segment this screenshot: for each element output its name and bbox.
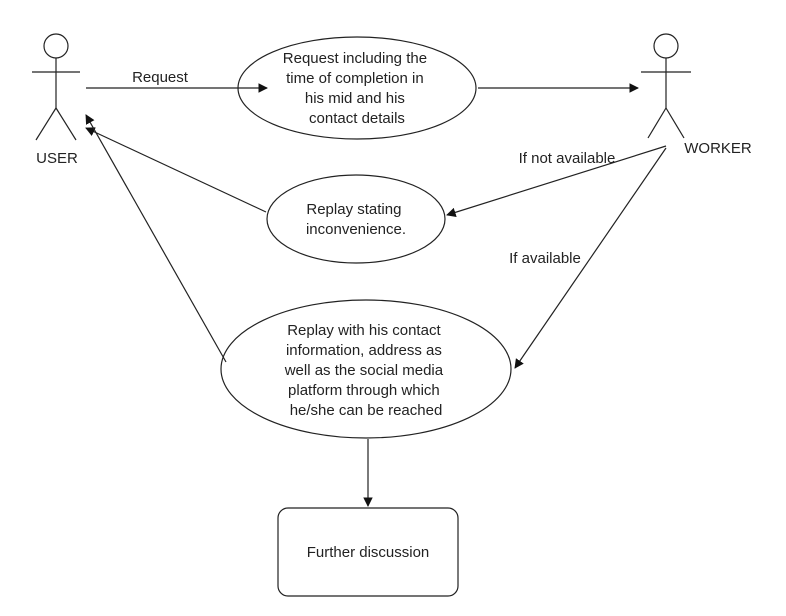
worker-left-leg xyxy=(647,107,667,139)
request-line-2: time of completion in xyxy=(286,70,424,87)
user-actor: USER xyxy=(32,33,80,167)
contact-to-user-arrow xyxy=(85,114,227,363)
inconvenience-use-case xyxy=(266,174,446,264)
worker-head xyxy=(653,33,679,59)
further-discussion-label: Further discussion xyxy=(307,544,430,561)
inconvenience-line-2: inconvenience. xyxy=(306,221,406,238)
worker-to-inconvenience-arrow xyxy=(446,145,667,217)
further-discussion-box xyxy=(277,507,459,597)
inconvenience-use-case-text: Replay stating inconvenience. xyxy=(306,201,406,238)
worker-label: WORKER xyxy=(684,140,752,157)
if-available-label: If available xyxy=(509,250,581,267)
worker-right-leg xyxy=(665,107,685,139)
inconvenience-line-1: Replay stating xyxy=(306,201,401,218)
contact-use-case-text: Replay with his contact information, add… xyxy=(284,322,448,419)
inconvenience-to-user-arrow xyxy=(85,127,267,213)
contact-line-1: Replay with his contact xyxy=(287,322,441,339)
user-label: USER xyxy=(36,150,78,167)
user-right-leg xyxy=(55,107,77,141)
contact-line-5: he/she can be reached xyxy=(290,402,443,419)
contact-line-4: platform through which xyxy=(288,382,440,399)
request-line-1: Request including the xyxy=(283,50,427,67)
user-head xyxy=(43,33,69,59)
worker-actor: WORKER xyxy=(641,33,752,157)
request-use-case-text: Request including the time of completion… xyxy=(283,50,431,127)
request-edge-label: Request xyxy=(132,69,189,86)
user-left-leg xyxy=(35,107,57,141)
worker-to-contact-arrow xyxy=(514,147,667,369)
request-line-3: his mid and his xyxy=(305,90,405,107)
contact-line-2: information, address as xyxy=(286,342,442,359)
if-not-available-label: If not available xyxy=(519,150,616,167)
request-line-4: contact details xyxy=(309,110,405,127)
contact-line-3: well as the social media xyxy=(284,362,444,379)
contact-use-case xyxy=(220,299,512,439)
